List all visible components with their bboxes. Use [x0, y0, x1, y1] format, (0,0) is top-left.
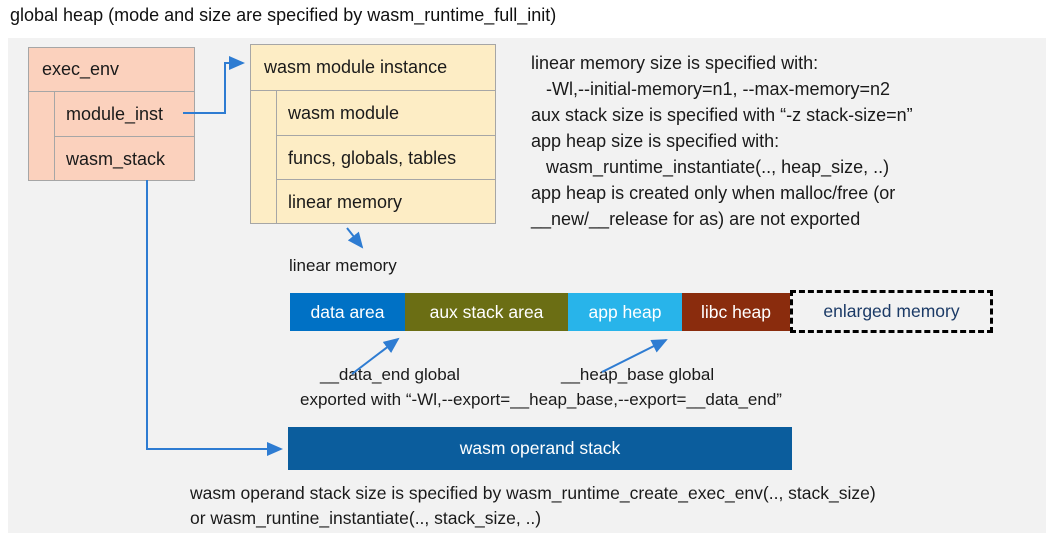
slide-title: global heap (mode and size are specified… [10, 5, 557, 25]
heap-base-global-label: __heap_base global [561, 365, 715, 384]
exec-env-box: exec_env module_inst wasm_stack [28, 47, 195, 181]
note-line: wasm_runtime_instantiate(.., heap_size, … [531, 157, 890, 177]
note-line: wasm operand stack size is specified by … [190, 483, 876, 503]
module-instance-row-wasm-module: wasm module [276, 91, 495, 135]
linear-memory-bar: data area aux stack area app heap libc h… [290, 293, 790, 331]
note-line: linear memory size is specified with: [531, 53, 819, 73]
exec-env-row-wasm-stack: wasm_stack [54, 136, 194, 180]
note-line: __new/__release for as) are not exported [531, 209, 861, 229]
segment-enlarged-memory: enlarged memory [790, 290, 993, 333]
wasm-operand-stack-box: wasm operand stack [288, 427, 792, 470]
data-end-global-label: __data_end global [320, 365, 460, 384]
export-flags-label: exported with “-Wl,--export=__heap_base,… [300, 390, 782, 409]
module-instance-row-funcs-globals-tables: funcs, globals, tables [276, 135, 495, 179]
note-line: app heap size is specified with: [531, 131, 780, 151]
note-line: or wasm_runtine_instantiate(.., stack_si… [190, 508, 542, 528]
linear-memory-label: linear memory [289, 256, 397, 275]
note-line: aux stack size is specified with “-z sta… [531, 105, 913, 125]
segment-app-heap: app heap [568, 293, 682, 331]
note-line: -Wl,--initial-memory=n1, --max-memory=n2 [531, 79, 891, 99]
wasm-module-instance-box: wasm module instance wasm module funcs, … [250, 44, 496, 224]
exec-env-row-module-inst: module_inst [54, 92, 194, 136]
note-line: app heap is created only when malloc/fre… [531, 183, 896, 203]
operand-stack-notes: wasm operand stack size is specified by … [190, 481, 876, 531]
segment-libc-heap: libc heap [682, 293, 790, 331]
module-instance-header: wasm module instance [251, 45, 495, 91]
module-instance-row-linear-memory: linear memory [276, 179, 495, 223]
segment-data-area: data area [290, 293, 405, 331]
segment-aux-stack-area: aux stack area [405, 293, 568, 331]
exec-env-header: exec_env [29, 48, 194, 92]
size-notes-block: linear memory size is specified with: -W… [531, 50, 913, 232]
